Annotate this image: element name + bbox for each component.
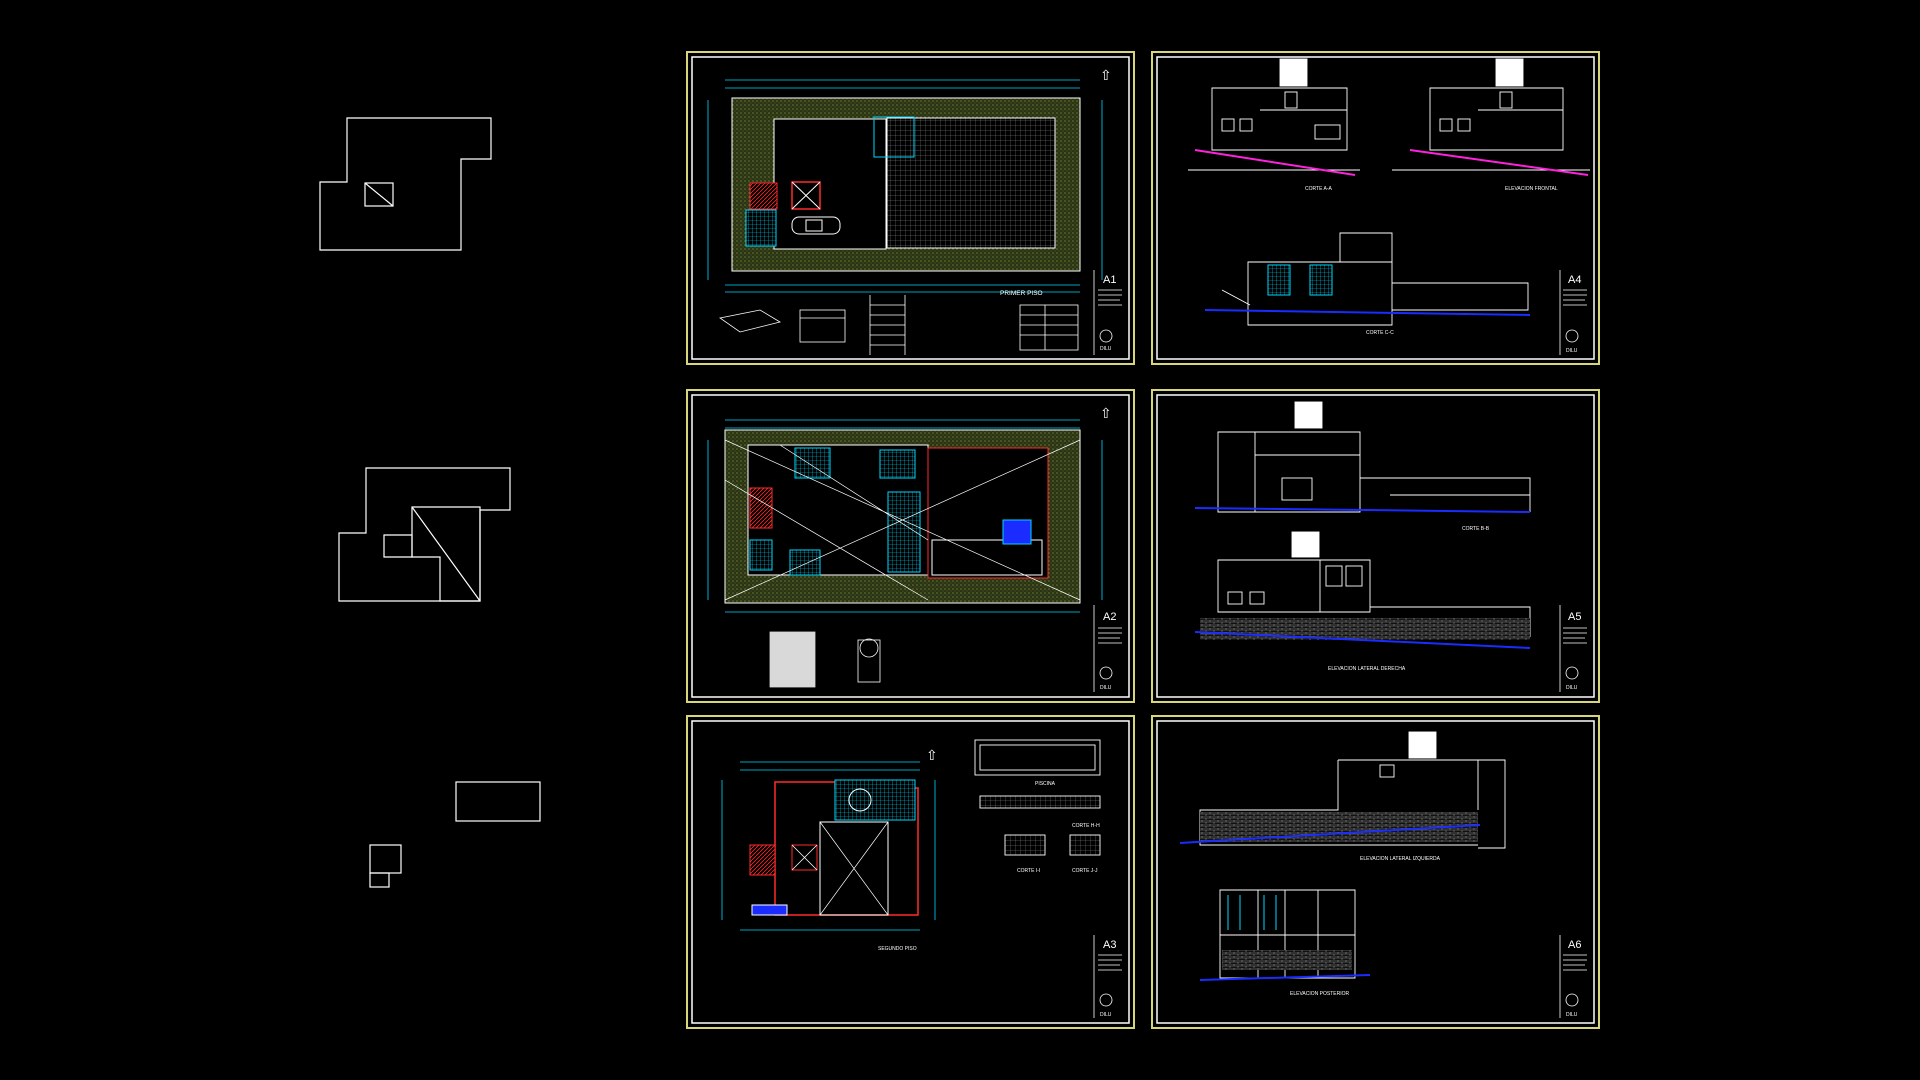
sheet-frame-inner bbox=[691, 56, 1130, 360]
section-b-b bbox=[1217, 401, 1531, 513]
sheet-frame-outer bbox=[686, 51, 1135, 365]
house-footprint bbox=[773, 118, 887, 250]
title-block: A3 DILU bbox=[1093, 935, 1122, 1018]
title-block: A5 DILU bbox=[1559, 605, 1587, 692]
sheet-a3[interactable]: ⇧ SEGUNDO PISO PISCINA CORTE H-H CORTE I… bbox=[686, 715, 1135, 1029]
sheet-a5[interactable]: CORTE B-B ELEVACION LATERAL DERECHA A5 D… bbox=[1151, 389, 1600, 703]
sheet-number: A2 bbox=[1103, 611, 1116, 623]
sheet-frame-outer bbox=[1151, 389, 1600, 703]
second-floor-plan bbox=[749, 779, 919, 916]
stone-base bbox=[1200, 618, 1530, 640]
sheet-title: PRIMER PISO bbox=[1000, 290, 1043, 297]
dilu-logo: DILU bbox=[1566, 1012, 1578, 1018]
shaft-box bbox=[791, 181, 821, 210]
left-elevation bbox=[1199, 731, 1506, 849]
stone-base bbox=[1222, 950, 1352, 970]
pool-detail bbox=[974, 739, 1101, 856]
right-elevation bbox=[1217, 531, 1531, 637]
caption: SEGUNDO PISO bbox=[878, 946, 917, 952]
title-block: A1 DILU bbox=[1093, 270, 1122, 355]
north-arrow-icon: ⇧ bbox=[1100, 67, 1112, 83]
stair-red bbox=[749, 182, 778, 210]
sheet-frame-outer bbox=[1151, 51, 1600, 365]
section-c-c bbox=[1221, 232, 1529, 326]
dilu-logo: DILU bbox=[1566, 685, 1578, 691]
sheet-a6[interactable]: ELEVACION LATERAL IZQUIERDA ELEVACION PO… bbox=[1151, 715, 1600, 1029]
sheet-frame-outer bbox=[686, 389, 1135, 703]
roof-outline-3 bbox=[369, 781, 541, 888]
caption: CORTE H-H bbox=[1072, 823, 1100, 829]
sheet-frame-inner bbox=[1156, 720, 1595, 1024]
caption: CORTE C-C bbox=[1366, 330, 1394, 336]
title-block: A4 DILU bbox=[1559, 270, 1587, 355]
sheet-number: A5 bbox=[1568, 611, 1581, 623]
sheet-number: A6 bbox=[1568, 939, 1581, 951]
sheet-frame-inner bbox=[691, 394, 1130, 698]
sheet-a1[interactable]: PRIMER PISO ⇧ A1 DILU bbox=[686, 51, 1135, 365]
sheet-number: A4 bbox=[1568, 274, 1581, 286]
section-a-a bbox=[1188, 58, 1360, 171]
front-elevation bbox=[1392, 58, 1590, 171]
caption: CORTE I-I bbox=[1017, 868, 1040, 874]
sheet-frame-outer bbox=[686, 715, 1135, 1029]
sheet-a4[interactable]: CORTE A-A ELEVACION FRONTAL CORTE C-C A4… bbox=[1151, 51, 1600, 365]
caption: CORTE B-B bbox=[1462, 526, 1490, 532]
patio-tiles bbox=[886, 117, 1056, 249]
caption: ELEVACION LATERAL IZQUIERDA bbox=[1360, 856, 1441, 862]
sheet-a2[interactable]: ⇧ A2 DILU bbox=[686, 389, 1135, 703]
caption: PISCINA bbox=[1035, 781, 1056, 787]
dilu-logo: DILU bbox=[1100, 1012, 1112, 1018]
car-symbol bbox=[791, 216, 841, 235]
caption: ELEVACION LATERAL DERECHA bbox=[1328, 666, 1406, 672]
sheet-frame-inner bbox=[1156, 56, 1595, 360]
sheet-frame-outer bbox=[1151, 715, 1600, 1029]
caption: CORTE J-J bbox=[1072, 868, 1098, 874]
sheet-frame-inner bbox=[691, 720, 1130, 1024]
caption: CORTE A-A bbox=[1305, 186, 1333, 192]
title-block: A6 DILU bbox=[1559, 935, 1587, 1018]
sheet-number: A1 bbox=[1103, 274, 1116, 286]
title-block: A2 DILU bbox=[1093, 605, 1122, 692]
sheet-number: A3 bbox=[1103, 939, 1116, 951]
roof-outline-2 bbox=[338, 467, 511, 602]
dilu-logo: DILU bbox=[1100, 685, 1112, 691]
caption: ELEVACION FRONTAL bbox=[1505, 186, 1558, 192]
roof-outline-1 bbox=[319, 117, 492, 251]
sheet-frame-inner bbox=[1156, 394, 1595, 698]
caption: ELEVACION POSTERIOR bbox=[1290, 991, 1349, 997]
north-arrow-icon: ⇧ bbox=[1100, 405, 1112, 421]
dilu-logo: DILU bbox=[1100, 346, 1112, 352]
dilu-logo: DILU bbox=[1566, 348, 1578, 354]
north-arrow-icon: ⇧ bbox=[926, 747, 938, 763]
